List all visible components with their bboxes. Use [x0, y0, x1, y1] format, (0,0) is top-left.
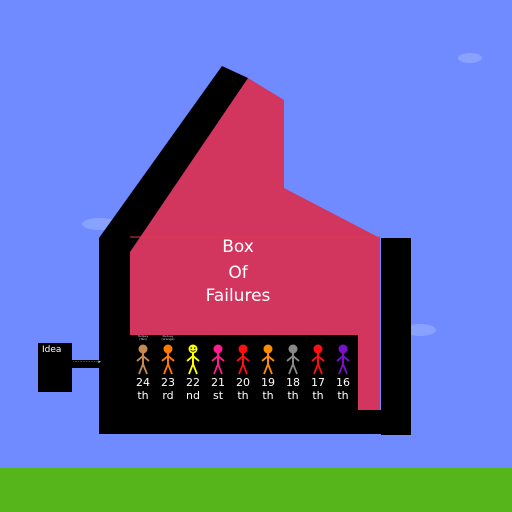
idea-box: Idea — [38, 343, 72, 392]
rank-suffix: th — [287, 389, 299, 402]
stick-figure-icon — [211, 344, 225, 375]
stick-figure-icon — [186, 344, 200, 375]
character-tag — [256, 335, 280, 343]
rank-number: 24 — [136, 376, 150, 389]
stick-figure-icon — [261, 344, 275, 375]
rank-suffix: th — [312, 389, 324, 402]
stick-figure-icon — [236, 344, 250, 375]
character-tag — [206, 335, 230, 343]
character-tag-line: Peduay — [162, 335, 174, 338]
box-title-line-2: Of — [228, 263, 248, 283]
stick-figure-icon — [286, 344, 300, 375]
rank-suffix: rd — [162, 389, 174, 402]
rank-number: 20 — [236, 376, 250, 389]
character-tag — [181, 335, 205, 343]
rank-suffix: nd — [186, 389, 200, 402]
rank-number: 18 — [286, 376, 300, 389]
rank-number: 21 — [211, 376, 225, 389]
rank-number: 23 — [161, 376, 175, 389]
character-tag: Peduay(orange) — [156, 335, 180, 343]
character-tag-line: (orange) — [161, 338, 175, 341]
character-tag — [231, 335, 255, 343]
rank-suffix: th — [337, 389, 349, 402]
rank-number: 16 — [336, 376, 350, 389]
house-interior — [130, 78, 380, 410]
rank-number: 22 — [186, 376, 200, 389]
rank-suffix: th — [237, 389, 249, 402]
stick-figure-icon — [311, 344, 325, 375]
stick-figure-icon — [136, 344, 150, 375]
stick-figure-icon — [161, 344, 175, 375]
rank-suffix: th — [137, 389, 149, 402]
rank-suffix: th — [262, 389, 274, 402]
character-tag — [331, 335, 355, 343]
grass-ground — [0, 468, 512, 512]
idea-connector: ················▸ — [73, 359, 101, 365]
rank-number: 19 — [261, 376, 275, 389]
box-title-line-1: Box — [222, 237, 254, 257]
character-tag-line: Tadpey — [137, 335, 149, 338]
character-tag — [306, 335, 330, 343]
stick-figure-icon — [336, 344, 350, 375]
rank-number: 17 — [311, 376, 325, 389]
character-tag: Tadpey(Tan) — [131, 335, 155, 343]
rank-suffix: st — [212, 389, 224, 402]
idea-label: Idea — [42, 345, 62, 355]
box-title-line-3: Failures — [205, 286, 271, 306]
character-tag — [281, 335, 305, 343]
character-tag-line: (Tan) — [139, 338, 147, 341]
